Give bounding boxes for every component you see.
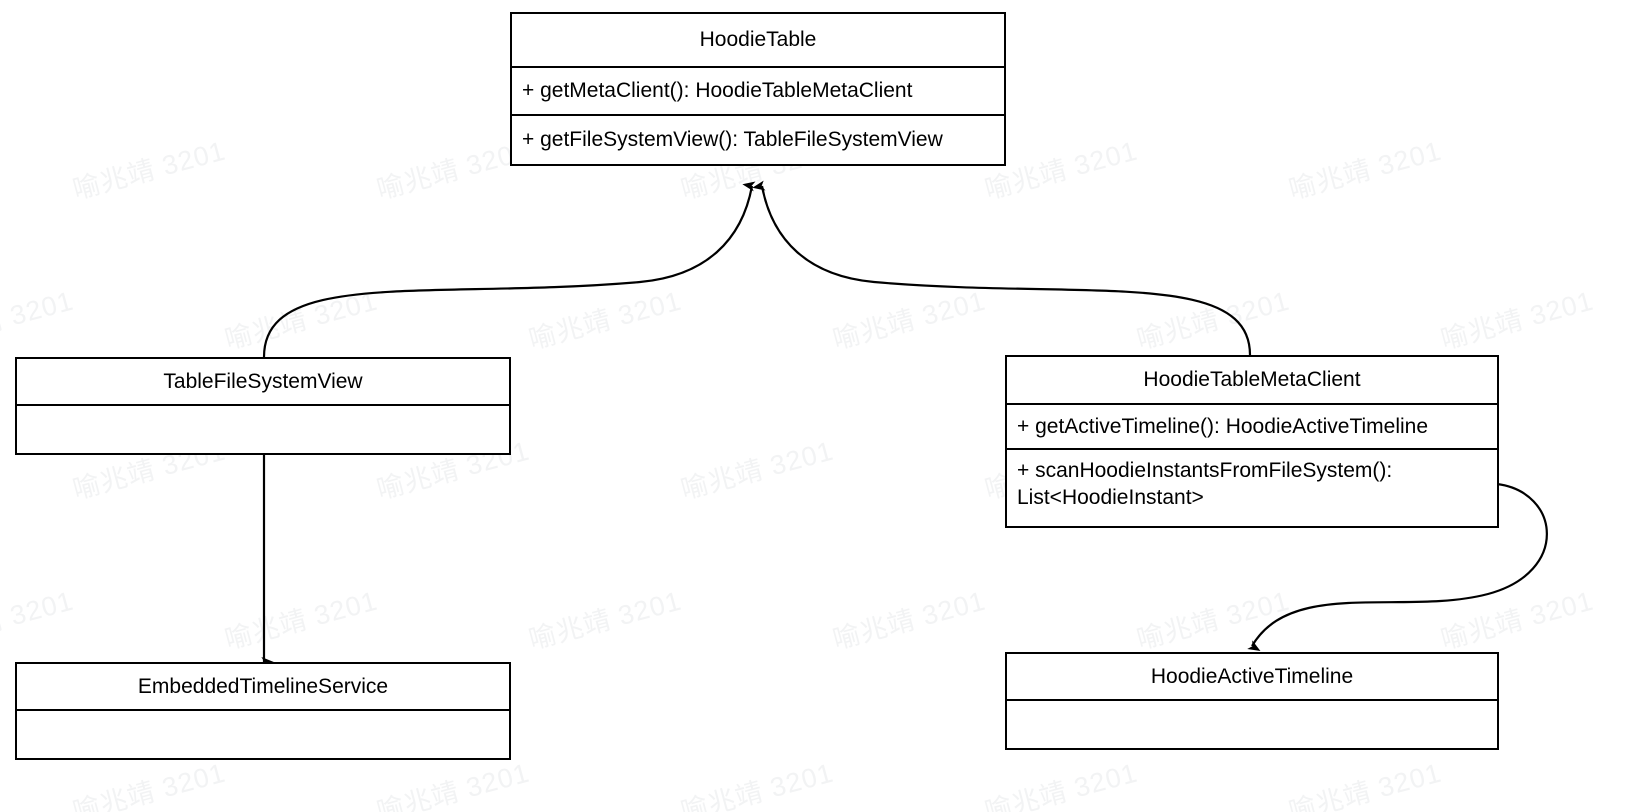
class-members-hoodie-active-timeline	[1007, 701, 1497, 748]
watermark-text: 喻兆靖 3201	[1285, 135, 1445, 206]
watermark-text: 喻兆靖 3201	[525, 285, 685, 356]
watermark-text: 喻兆靖 3201	[0, 585, 77, 656]
watermark-text: 喻兆靖 3201	[1285, 757, 1445, 812]
class-member-getactivetimeline: + getActiveTimeline(): HoodieActiveTimel…	[1007, 405, 1497, 450]
class-member-getmetaclient: + getMetaClient(): HoodieTableMetaClient	[512, 68, 1004, 116]
class-title-hoodie-active-timeline: HoodieActiveTimeline	[1007, 654, 1497, 701]
watermark-text: 喻兆靖 3201	[1133, 285, 1293, 356]
class-member-scanhoodieinstantsfromfilesystem: + scanHoodieInstantsFromFileSystem(): Li…	[1017, 459, 1393, 509]
class-box-table-file-system-view[interactable]: TableFileSystemView	[15, 357, 511, 455]
class-box-hoodie-table[interactable]: HoodieTable + getMetaClient(): HoodieTab…	[510, 12, 1006, 166]
class-members-embedded-timeline-service	[17, 711, 509, 758]
watermark-text: 喻兆靖 3201	[1437, 285, 1597, 356]
class-title-embedded-timeline-service: EmbeddedTimelineService	[17, 664, 509, 711]
watermark-text: 喻兆靖 3201	[677, 757, 837, 812]
watermark-text: 喻兆靖 3201	[221, 285, 381, 356]
watermark-text: 喻兆靖 3201	[981, 757, 1141, 812]
watermark-text: 喻兆靖 3201	[525, 585, 685, 656]
watermark-text: 喻兆靖 3201	[69, 135, 229, 206]
edge-hoodietablemetaclient-to-hoodietable	[752, 180, 1252, 356]
watermark-text: 喻兆靖 3201	[1437, 585, 1597, 656]
class-title-table-file-system-view: TableFileSystemView	[17, 359, 509, 406]
class-box-embedded-timeline-service[interactable]: EmbeddedTimelineService	[15, 662, 511, 760]
class-members-table-file-system-view	[17, 406, 509, 453]
watermark-text: 喻兆靖 3201	[829, 585, 989, 656]
watermark-text: 喻兆靖 3201	[829, 285, 989, 356]
watermark-text: 喻兆靖 3201	[1133, 585, 1293, 656]
class-title-hoodie-table: HoodieTable	[512, 14, 1004, 68]
class-box-hoodie-active-timeline[interactable]: HoodieActiveTimeline	[1005, 652, 1499, 750]
watermark-text: 喻兆靖 3201	[221, 585, 381, 656]
class-title-hoodie-table-meta-client: HoodieTableMetaClient	[1007, 357, 1497, 405]
watermark-text: 喻兆靖 3201	[677, 435, 837, 506]
class-member-getfilesystemview: + getFileSystemView(): TableFileSystemVi…	[522, 128, 943, 151]
watermark-text: 喻兆靖 3201	[0, 285, 77, 356]
edge-tablefilesystemview-to-hoodietable	[262, 181, 756, 358]
class-box-hoodie-table-meta-client[interactable]: HoodieTableMetaClient + getActiveTimelin…	[1005, 355, 1499, 528]
